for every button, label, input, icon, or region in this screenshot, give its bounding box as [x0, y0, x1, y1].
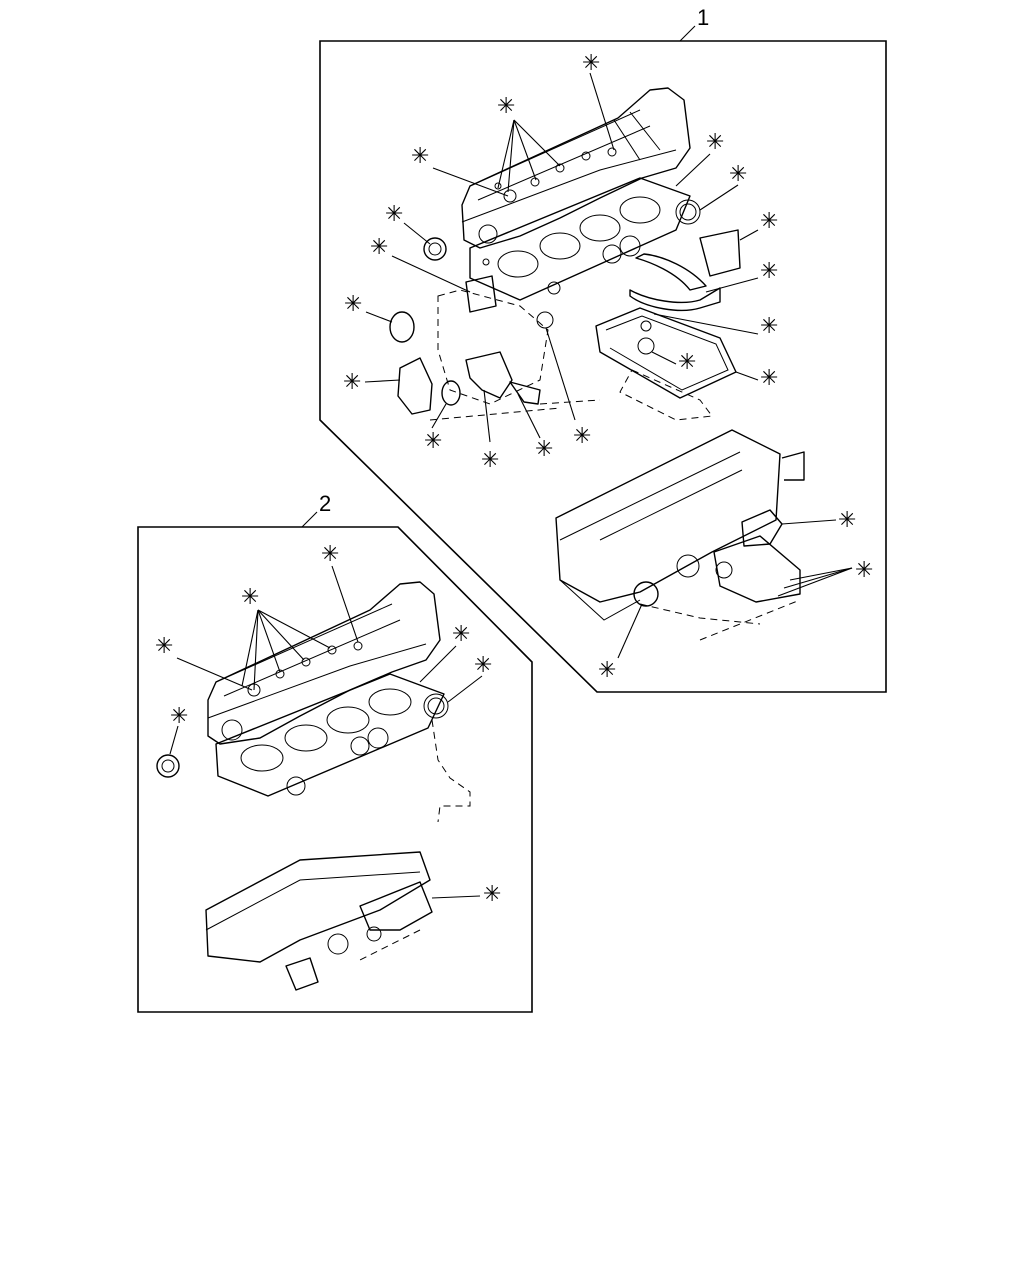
rear-seal-drawing — [699, 229, 741, 277]
oil-pan-drawing — [595, 307, 737, 421]
item-marker: ✳ — [760, 259, 778, 284]
item-marker: ✳ — [497, 94, 515, 119]
head-gasket-drawing — [469, 177, 701, 301]
item-marker: ✳ — [343, 370, 361, 395]
kit-2-markers: ✳ ✳ ✳ ✳ ✳ ✳ ✳ — [155, 542, 501, 907]
item-marker: ✳ — [481, 448, 499, 473]
item-marker: ✳ — [385, 202, 403, 227]
kit-2-callout: 2 — [319, 491, 331, 516]
item-marker: ✳ — [344, 292, 362, 317]
item-marker: ✳ — [760, 209, 778, 234]
item-marker: ✳ — [370, 235, 388, 260]
item-marker: ✳ — [855, 558, 873, 583]
water-pump-gasket-drawing — [397, 357, 433, 415]
item-marker: ✳ — [474, 653, 492, 678]
valve-cover-drawing — [461, 87, 691, 249]
bearing-half-upper-drawing — [635, 253, 707, 291]
item-marker: ✳ — [535, 437, 553, 462]
item-marker: ✳ — [760, 314, 778, 339]
item-marker: ✳ — [424, 429, 442, 454]
kit-2-leaders — [169, 565, 483, 899]
item-marker: ✳ — [241, 585, 259, 610]
kit-2-valve-cover-drawing — [207, 581, 441, 745]
kit-2-callout-leader — [301, 511, 318, 528]
item-marker: ✳ — [411, 144, 429, 169]
kit-1-leaders — [364, 72, 853, 659]
item-marker: ✳ — [483, 882, 501, 907]
bearing-half-lower-drawing — [629, 287, 721, 311]
item-marker: ✳ — [170, 704, 188, 729]
kit-2-panel: 2 — [137, 491, 533, 1013]
kit-1-frame — [319, 40, 887, 693]
kit-1-markers: ✳ ✳ ✳ ✳ ✳ ✳ ✳ ✳ ✳ ✳ ✳ ✳ ✳ ✳ ✳ ✳ ✳ ✳ ✳ ✳ … — [343, 51, 873, 683]
item-marker: ✳ — [321, 542, 339, 567]
kit-2-front-seal-drawing — [156, 754, 180, 778]
item-marker: ✳ — [706, 130, 724, 155]
kit-1-callout-leader — [679, 25, 696, 42]
item-marker: ✳ — [452, 622, 470, 647]
kit-2-head-gasket-drawing — [215, 673, 449, 797]
item-marker: ✳ — [582, 51, 600, 76]
oil-seal-drawing — [441, 380, 461, 406]
front-seal-drawing — [423, 237, 447, 261]
item-marker: ✳ — [729, 162, 747, 187]
o-ring-drawing — [389, 311, 415, 343]
kit-2-frame — [137, 526, 533, 1013]
item-marker: ✳ — [573, 424, 591, 449]
item-marker: ✳ — [155, 634, 173, 659]
item-marker: ✳ — [598, 658, 616, 683]
engine-block-lower-drawing — [555, 429, 805, 641]
bracket-drawing — [465, 275, 497, 313]
front-cover-gasket-drawing — [465, 351, 513, 399]
kit-1-panel: 1 — [319, 5, 887, 693]
item-marker: ✳ — [760, 366, 778, 391]
kit-1-callout: 1 — [697, 5, 709, 30]
item-marker: ✳ — [678, 350, 696, 375]
kit-2-engine-block-lower-drawing — [205, 851, 433, 991]
item-marker: ✳ — [838, 508, 856, 533]
